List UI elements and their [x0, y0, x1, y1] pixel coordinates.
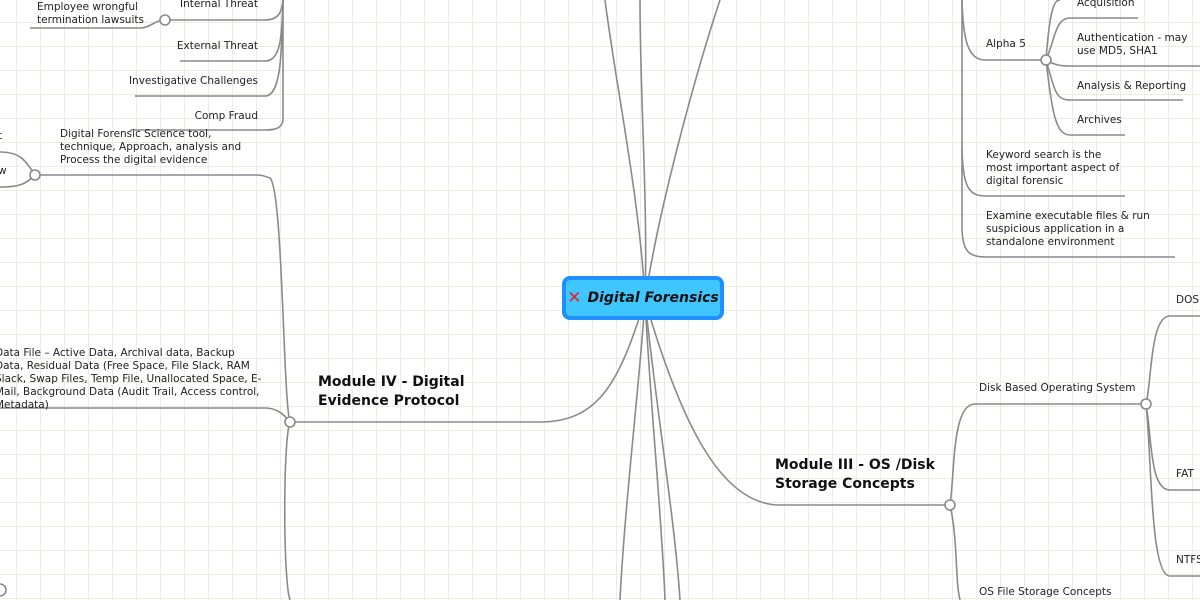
cross-mark-icon: ✕: [567, 288, 582, 308]
module-iii-node[interactable]: Module III - OS /Disk Storage Concepts: [775, 457, 935, 492]
partial-node-2[interactable]: w: [0, 165, 7, 177]
node-data-file[interactable]: Data File – Active Data, Archival data, …: [0, 347, 262, 411]
root-node[interactable]: ✕ Digital Forensics: [562, 276, 724, 320]
node-alpha-5[interactable]: Alpha 5: [986, 38, 1026, 50]
partial-node-1[interactable]: t: [0, 130, 3, 142]
node-acquisition[interactable]: Acquisition: [1077, 0, 1135, 9]
node-investigative-challenges[interactable]: Investigative Challenges: [128, 75, 258, 87]
node-keyword-search[interactable]: Keyword search is the most important asp…: [986, 149, 1120, 187]
root-title: Digital Forensics: [587, 290, 719, 306]
employee-note-line1[interactable]: Employee wrongful: [37, 1, 139, 13]
node-internal-threat[interactable]: Internal Threat: [180, 0, 258, 10]
node-os-file-storage[interactable]: OS File Storage Concepts: [979, 586, 1112, 598]
node-dos[interactable]: DOS: [1176, 294, 1200, 306]
node-ntfs[interactable]: NTFS: [1176, 554, 1200, 566]
employee-note-line2[interactable]: termination lawsuits: [37, 14, 144, 26]
node-disk-based-os[interactable]: Disk Based Operating System: [979, 382, 1136, 394]
node-analysis-reporting[interactable]: Analysis & Reporting: [1077, 80, 1187, 92]
node-examine-executables[interactable]: Examine executable files & run suspiciou…: [986, 210, 1150, 248]
node-authentication[interactable]: Authentication - may use MD5, SHA1: [1077, 32, 1188, 57]
module-iv-node[interactable]: Module IV - Digital Evidence Protocol: [318, 374, 465, 409]
node-archives[interactable]: Archives: [1077, 114, 1122, 126]
node-science-note[interactable]: Digital Forensic Science tool, technique…: [60, 128, 242, 166]
node-fat[interactable]: FAT: [1176, 468, 1194, 480]
node-external-threat[interactable]: External Threat: [176, 40, 258, 52]
node-comp-fraud[interactable]: Comp Fraud: [194, 110, 258, 122]
